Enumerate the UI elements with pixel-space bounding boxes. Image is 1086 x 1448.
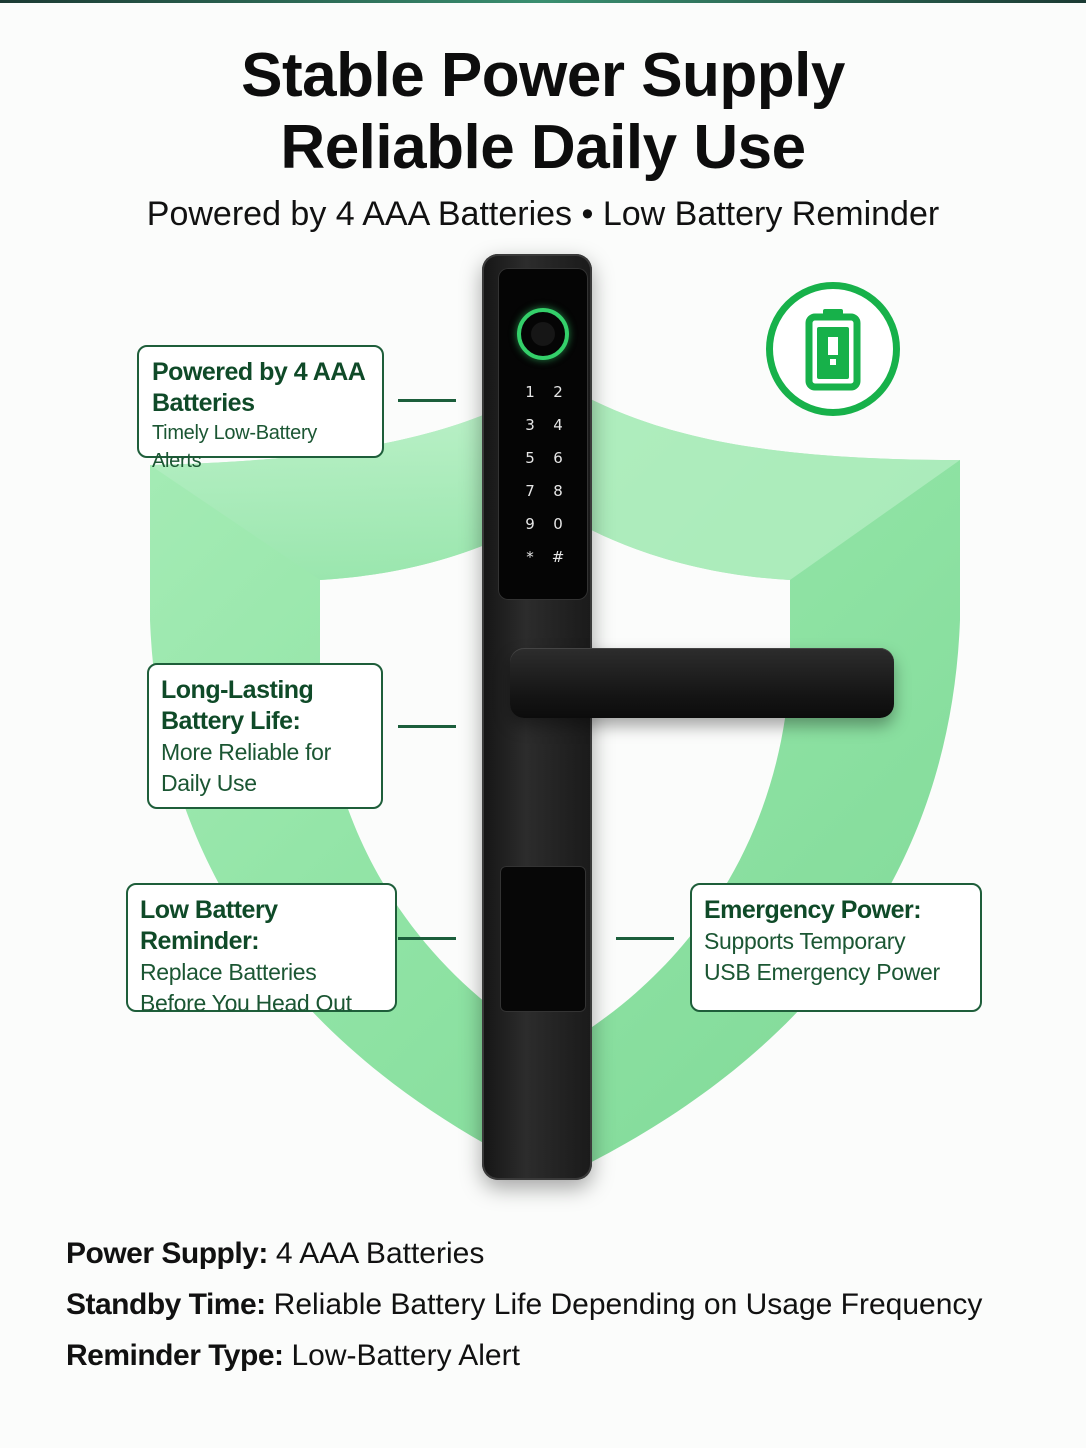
lock-lower-panel — [500, 866, 586, 1012]
key: 9 — [525, 515, 535, 533]
callout-title: Long-Lasting — [161, 676, 314, 704]
callout-title: Low Battery Reminder: — [140, 896, 278, 955]
callout-description: Daily Use — [161, 770, 257, 796]
callout-description: Replace Batteries — [140, 959, 317, 985]
callout-title: Battery Life: — [161, 707, 301, 735]
callout-long-lasting: Long-Lasting Battery Life: More Reliable… — [147, 663, 383, 809]
callout-title: Batteries — [152, 389, 255, 417]
callout-description: Before You Head Out — [140, 990, 352, 1016]
spec-label: Power Supply: — [66, 1237, 268, 1270]
spec-row-reminder-type: Reminder Type:Low-Battery Alert — [66, 1330, 1046, 1381]
key: 4 — [553, 416, 563, 434]
lock-touch-panel: 1 2 3 4 5 6 7 8 9 0 * # — [498, 268, 588, 600]
fingerprint-icon — [517, 308, 569, 360]
battery-icon — [805, 309, 861, 391]
key: 1 — [525, 383, 535, 401]
lock-keypad: 1 2 3 4 5 6 7 8 9 0 * # — [516, 383, 572, 567]
key: 0 — [553, 515, 563, 533]
spec-row-standby-time: Standby Time:Reliable Battery Life Depen… — [66, 1279, 1046, 1330]
key: # — [551, 548, 565, 566]
title-line-2: Reliable Daily Use — [280, 113, 806, 182]
callout-description: Supports Temporary — [704, 928, 906, 954]
callout-description: More Reliable for — [161, 739, 332, 765]
key: 7 — [525, 482, 535, 500]
page-subtitle: Powered by 4 AAA Batteries • Low Battery… — [146, 195, 940, 233]
callout-title: Emergency Power: — [704, 896, 922, 924]
callout-emergency-power: Emergency Power: Supports Temporary USB … — [690, 883, 982, 1012]
battery-badge — [766, 282, 900, 416]
spec-row-power-supply: Power Supply:4 AAA Batteries — [66, 1228, 1046, 1279]
spec-label: Standby Time: — [66, 1288, 266, 1321]
connector-line — [398, 399, 456, 402]
key: 6 — [553, 449, 563, 467]
spec-value: 4 AAA Batteries — [275, 1237, 485, 1270]
spec-label: Reminder Type: — [66, 1339, 284, 1372]
spec-value: Low-Battery Alert — [291, 1339, 520, 1372]
connector-line — [398, 937, 456, 940]
connector-line — [616, 937, 674, 940]
connector-line — [398, 725, 456, 728]
spec-value: Reliable Battery Life Depending on Usage… — [273, 1288, 983, 1321]
key: 2 — [553, 383, 563, 401]
title-line-1: Stable Power Supply — [241, 41, 845, 110]
callout-description: USB Emergency Power — [704, 959, 940, 985]
spec-list: Power Supply:4 AAA Batteries Standby Tim… — [66, 1228, 1046, 1381]
key: 3 — [525, 416, 535, 434]
lock-lever-handle — [510, 648, 894, 718]
callout-low-battery-reminder: Low Battery Reminder: Replace Batteries … — [126, 883, 397, 1016]
callout-aaa-batteries: Powered by 4 AAA Batteries Timely Low-Ba… — [137, 345, 384, 472]
key: * — [526, 548, 534, 566]
callout-title: Powered by 4 AAA — [152, 358, 366, 386]
key: 8 — [553, 482, 563, 500]
callout-description: Timely Low-Battery Alerts — [152, 422, 318, 472]
key: 5 — [525, 449, 535, 467]
top-accent-line — [0, 0, 1086, 3]
page-title: Stable Power Supply Reliable Daily Use — [0, 40, 1086, 184]
